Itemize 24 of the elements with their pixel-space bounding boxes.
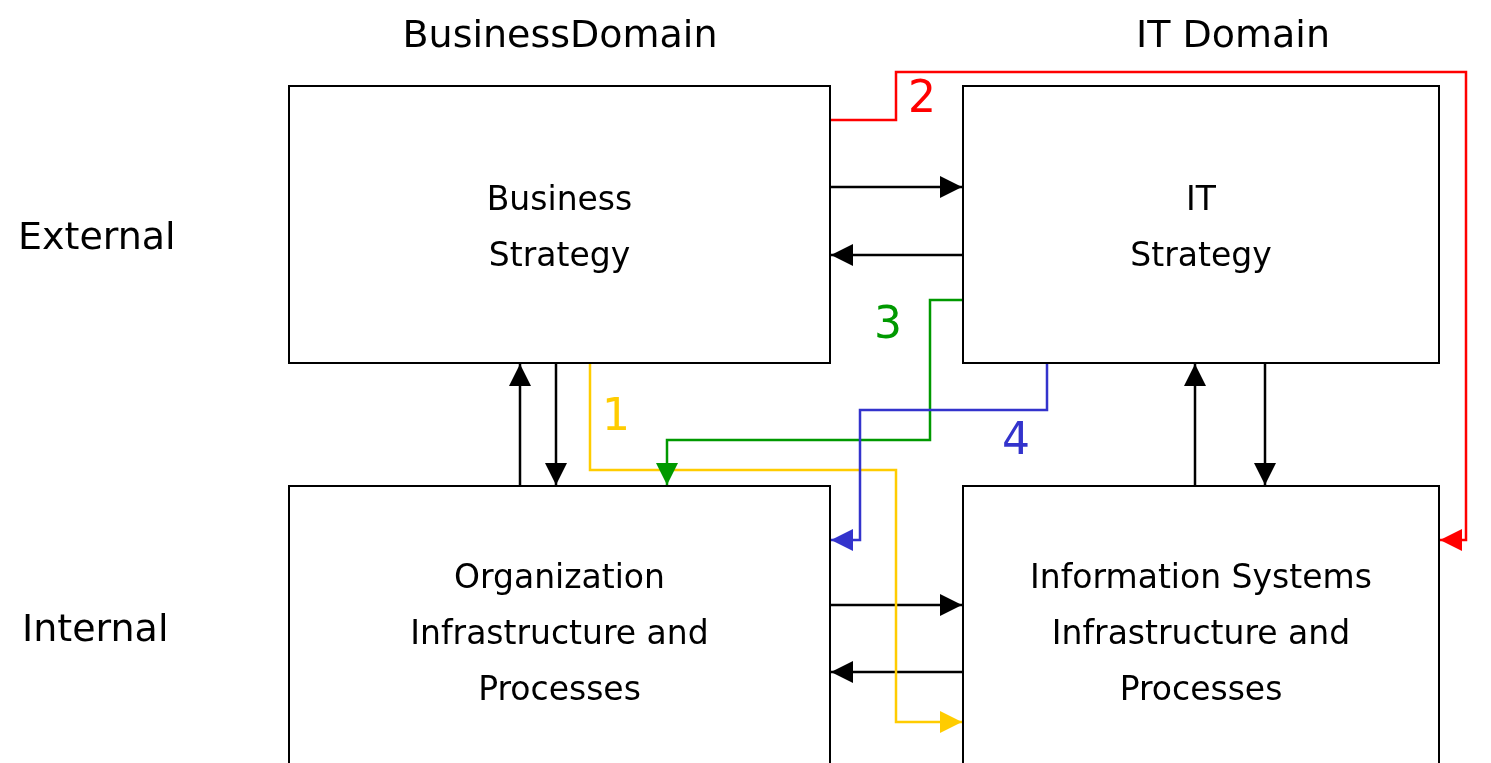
process-box <box>288 485 831 763</box>
box-label: Organization Infrastructure and Processes <box>409 556 710 710</box>
box-label: Information Systems Infrastructure and Processes <box>1029 556 1373 710</box>
process-box <box>962 485 1440 763</box>
arrow <box>831 594 962 616</box>
row-heading: Internal <box>22 606 169 650</box>
arrow <box>1184 364 1206 485</box>
arrow <box>545 364 567 485</box>
process-box <box>962 85 1440 364</box>
arrow <box>656 298 962 485</box>
arrow <box>831 244 962 266</box>
row-heading: External <box>18 214 176 258</box>
arrow <box>1254 364 1276 485</box>
arrow <box>831 70 1468 551</box>
process-box <box>288 85 831 364</box>
arrow <box>831 364 1049 551</box>
arrow <box>588 364 962 733</box>
column-heading: IT Domain <box>1136 12 1330 56</box>
arrow <box>509 364 531 485</box>
column-heading: BusinessDomain <box>402 12 718 56</box>
box-label: IT Strategy <box>1129 178 1273 276</box>
arrow <box>831 176 962 198</box>
box-label: Business Strategy <box>485 178 634 276</box>
arrow <box>831 661 962 683</box>
